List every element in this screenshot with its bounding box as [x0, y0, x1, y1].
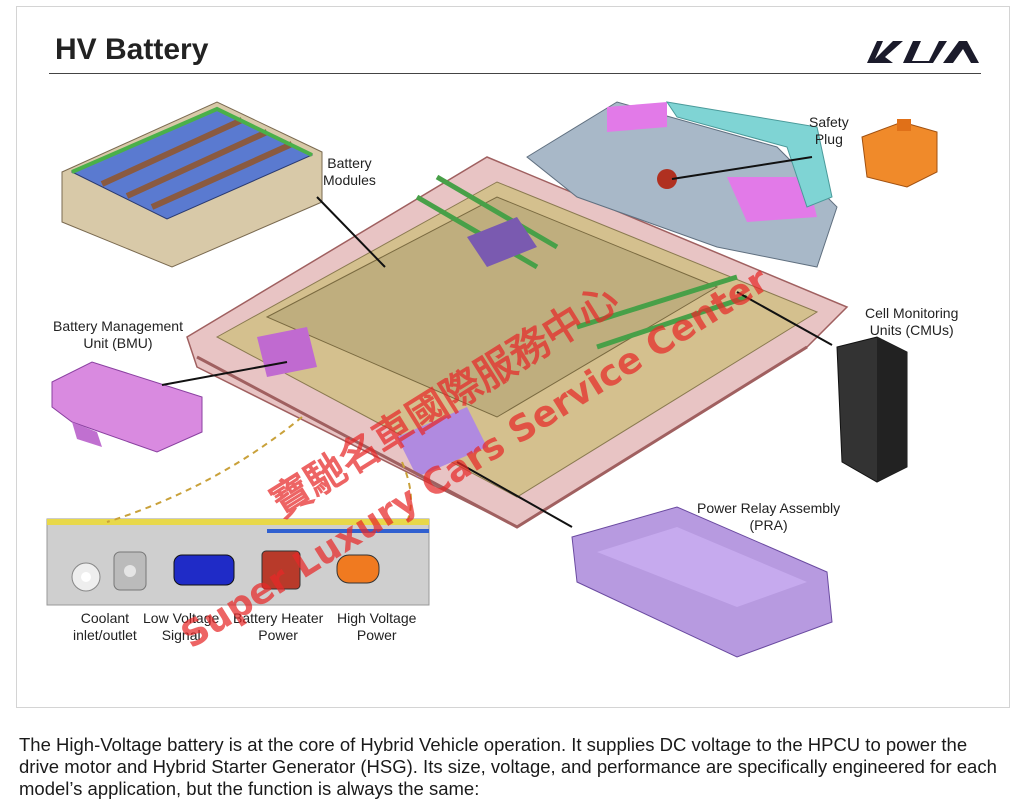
slide-panel: HV Battery — [16, 6, 1010, 708]
label-connector-high-voltage: High Voltage Power — [337, 610, 417, 643]
dashed-leader — [106, 416, 303, 523]
label-connector-low-voltage: Low Voltage Signal — [143, 610, 220, 643]
battery-tray — [186, 101, 849, 529]
leader-safety-plug — [671, 156, 813, 180]
kia-logo — [867, 41, 979, 63]
leader-battery-modules — [316, 196, 386, 268]
cmu-image — [836, 336, 908, 483]
page-title: HV Battery — [55, 33, 209, 66]
leader-bmu — [161, 361, 288, 386]
battery-illustration — [46, 101, 938, 658]
safety-plug-image — [861, 119, 938, 188]
title-rule — [49, 73, 981, 74]
bmu-image — [51, 361, 203, 453]
label-battery-modules: Battery Modules — [323, 155, 376, 188]
label-pra: Power Relay Assembly (PRA) — [697, 500, 841, 533]
leader-cmu — [736, 291, 833, 346]
pra-image — [571, 506, 833, 658]
label-cmu: Cell Monitoring Units (CMUs) — [865, 305, 959, 338]
leader-pra — [456, 461, 573, 528]
dashed-leader-2 — [401, 461, 412, 523]
label-connector-coolant: Coolant inlet/outlet — [73, 610, 137, 643]
label-bmu: Battery Management Unit (BMU) — [53, 318, 183, 351]
connector-photo — [46, 518, 430, 606]
battery-module-image — [61, 101, 323, 268]
label-connector-heater: Battery Heater Power — [233, 610, 324, 643]
label-safety-plug: Safety Plug — [809, 114, 849, 147]
body-paragraph: The High-Voltage battery is at the core … — [19, 734, 997, 799]
